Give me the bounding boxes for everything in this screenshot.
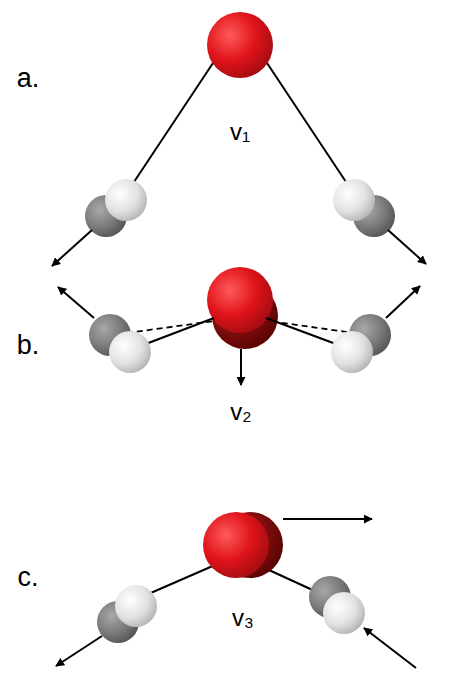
oxygen-atom [207, 12, 273, 78]
motion-arrow [283, 518, 372, 520]
motion-arrow [240, 349, 242, 385]
mode-label: v₂ [230, 400, 251, 424]
mode-label: v₃ [232, 606, 254, 630]
mode-b [58, 267, 420, 385]
mode-a [52, 12, 426, 266]
hydrogen-atom [333, 179, 375, 221]
motion-arrow [52, 230, 92, 266]
panel-letter: a. [17, 65, 40, 92]
panel-letter: c. [17, 564, 38, 591]
motion-arrow [386, 286, 420, 318]
oxygen-atom [207, 267, 273, 333]
mode-label: v₁ [230, 120, 250, 144]
motion-arrow [364, 628, 416, 668]
hydrogen-atom [109, 331, 151, 373]
panel-letter: b. [17, 332, 40, 359]
hydrogen-atom [331, 331, 373, 373]
hydrogen-atom [105, 179, 147, 221]
motion-arrow [58, 287, 94, 318]
motion-arrow [56, 636, 102, 666]
hydrogen-atom [115, 585, 157, 627]
motion-arrow [388, 230, 426, 264]
hydrogen-atom [323, 592, 365, 634]
mode-c [56, 512, 416, 668]
oxygen-atom [203, 512, 269, 578]
